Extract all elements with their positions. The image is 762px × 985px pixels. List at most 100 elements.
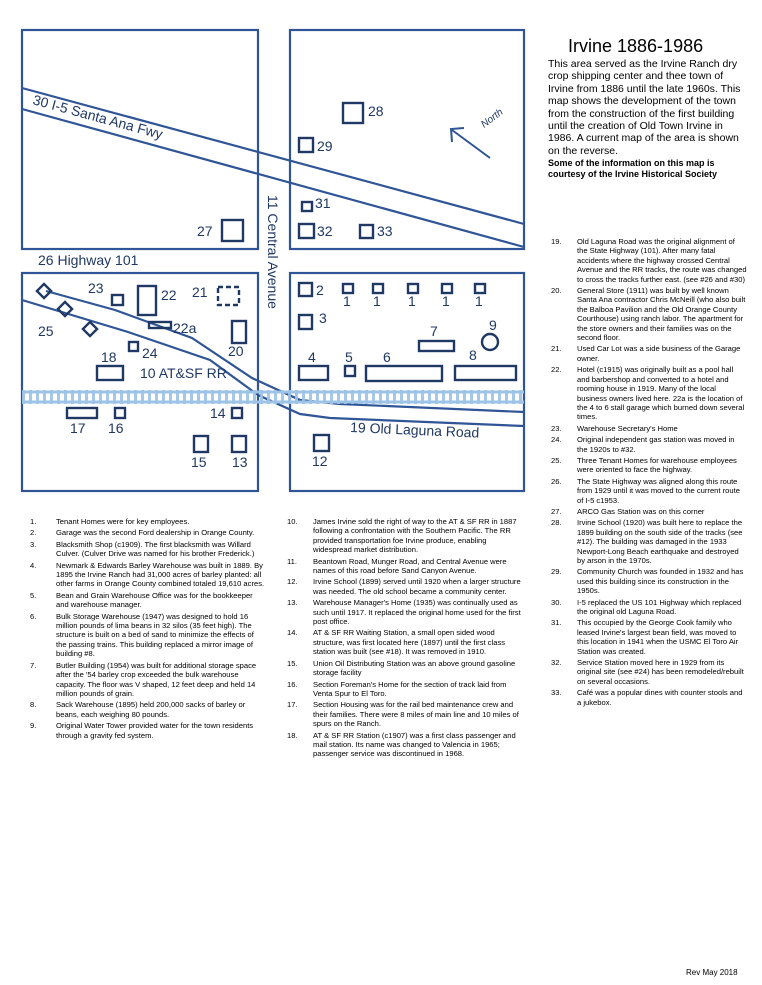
note-text: ARCO Gas Station was on this corner (577, 506, 705, 516)
note-text: The State Highway was aligned along this… (577, 476, 740, 505)
notes-column-2: 10.James Irvine sold the right of way to… (283, 517, 523, 761)
railroad-label: 10 AT&SF RR (140, 365, 227, 381)
label-6: 6 (383, 349, 391, 365)
note-number: 29. (551, 567, 562, 577)
north-label: North (479, 107, 505, 131)
building-1a (341, 282, 355, 295)
note-number: 23. (551, 423, 562, 433)
note-number: 2. (30, 528, 37, 538)
label-33: 33 (377, 223, 393, 239)
note-number: 18. (287, 730, 298, 740)
building-25a (35, 282, 53, 300)
building-15 (192, 434, 210, 454)
note-number: 10. (287, 517, 298, 526)
label-4: 4 (308, 349, 316, 365)
building-3 (297, 313, 314, 331)
north-arrow-icon (449, 127, 491, 159)
highway-101-label: 26 Highway 101 (38, 252, 139, 268)
note-number: 4. (30, 560, 37, 570)
note-text: Blacksmith Shop (c1909). The first black… (56, 539, 255, 559)
note-text: Hotel (c1915) was originally built as a … (577, 365, 745, 422)
note-text: Irvine School (1899) served until 1920 w… (313, 577, 521, 596)
note-text: This occupied by the George Cook family … (577, 618, 739, 656)
central-avenue-label: 11 Central Avenue (265, 195, 281, 309)
building-6 (364, 364, 444, 383)
note-item: 10.James Irvine sold the right of way to… (283, 517, 523, 555)
building-17 (65, 406, 99, 420)
note-text: I-5 replaced the US 101 Highway which re… (577, 597, 742, 617)
label-15: 15 (191, 454, 207, 470)
block-southwest (20, 271, 260, 493)
note-item: 15.Union Oil Distributing Station was an… (283, 659, 523, 678)
label-1e: 1 (475, 293, 483, 309)
note-item: 3.Blacksmith Shop (c1909). The first bla… (26, 540, 266, 559)
note-item: 13.Warehouse Manager's Home (1935) was c… (283, 598, 523, 626)
building-24 (127, 340, 140, 353)
note-number: 25. (551, 455, 562, 465)
label-13: 13 (232, 454, 248, 470)
label-32: 32 (317, 223, 333, 239)
note-item: 16.Section Foreman's Home for the sectio… (283, 680, 523, 699)
building-25b (56, 300, 74, 318)
note-item: 25.Three Tenant Homes for warehouse empl… (547, 456, 747, 475)
note-number: 27. (551, 506, 562, 516)
note-number: 28. (551, 518, 562, 528)
note-number: 8. (30, 700, 37, 710)
note-text: Newmark & Edwards Barley Warehouse was b… (56, 560, 265, 589)
note-text: Original Water Tower provided water for … (56, 721, 254, 740)
label-1a: 1 (343, 293, 351, 309)
label-23: 23 (88, 280, 104, 296)
note-text: Café was a popular dines with counter st… (577, 688, 743, 707)
note-number: 12. (287, 577, 298, 587)
building-29 (297, 136, 315, 154)
block-southeast (288, 271, 526, 493)
label-18: 18 (101, 349, 117, 365)
intro-block: This area served as the Irvine Ranch dry… (548, 58, 748, 180)
label-9: 9 (489, 317, 497, 333)
note-number: 22. (551, 365, 562, 375)
building-2 (297, 281, 314, 298)
note-item: 24.Original independent gas station was … (547, 435, 747, 454)
note-item: 17.Section Housing was for the rail bed … (283, 700, 523, 728)
block-northeast (288, 28, 526, 251)
note-item: 32.Service Station moved here in 1929 fr… (547, 658, 747, 686)
building-1b (371, 282, 385, 295)
note-number: 30. (551, 597, 562, 607)
note-item: 8.Sack Warehouse (1895) held 200,000 sac… (26, 700, 266, 719)
intro-text: This area served as the Irvine Ranch dry… (548, 58, 741, 157)
building-7 (417, 339, 456, 353)
note-text: Bean and Grain Warehouse Office was for … (56, 590, 253, 610)
building-23 (110, 293, 125, 307)
label-5: 5 (345, 349, 353, 365)
building-12 (312, 433, 331, 453)
note-number: 33. (551, 688, 562, 698)
note-number: 9. (30, 721, 37, 731)
label-16: 16 (108, 420, 124, 436)
label-14: 14 (210, 405, 226, 421)
building-14 (230, 406, 244, 420)
label-22a: 22a (173, 320, 197, 336)
note-number: 13. (287, 598, 298, 608)
note-number: 6. (30, 611, 37, 621)
building-1e (473, 282, 487, 295)
building-5 (343, 364, 357, 378)
label-3: 3 (319, 310, 327, 326)
block-northwest (20, 28, 260, 251)
building-31 (300, 200, 314, 213)
label-1b: 1 (373, 293, 381, 309)
old-laguna-road-label: 19 Old Laguna Road (350, 419, 480, 441)
note-text: Service Station moved here in 1929 from … (577, 658, 744, 686)
building-20 (230, 319, 248, 345)
note-item: 31.This occupied by the George Cook fami… (547, 618, 747, 656)
note-number: 5. (30, 590, 37, 600)
town-map: North 30 I-5 Santa Ana Fwy 11 Central Av… (20, 28, 526, 493)
note-item: 20.General Store (1911) was built by wel… (547, 286, 747, 342)
note-item: 19.Old Laguna Road was the original alig… (547, 237, 747, 284)
credit-text: Some of the information on this map is c… (548, 158, 718, 180)
note-item: 4. Newmark & Edwards Barley Warehouse was… (26, 561, 266, 589)
note-item: 9. Original Water Tower provided water fo… (26, 721, 266, 740)
note-item: 26.The State Highway was aligned along t… (547, 477, 747, 505)
building-1c (406, 282, 420, 295)
note-text: Section Foreman's Home for the section o… (313, 679, 507, 698)
notes-column-1: 1.Tenant Homes were for key employees. 2… (26, 517, 266, 742)
